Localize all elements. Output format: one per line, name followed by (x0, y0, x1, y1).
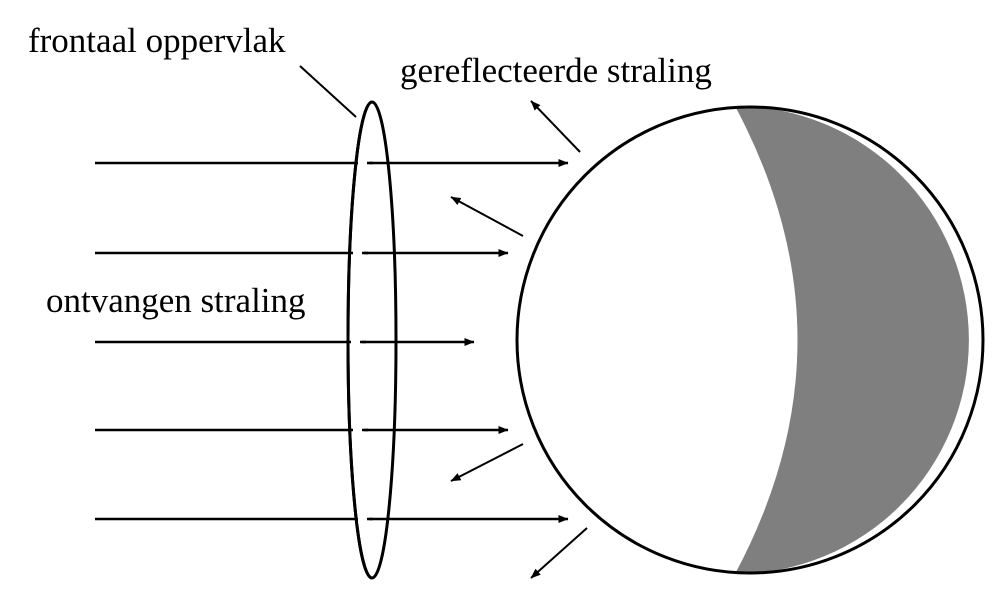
reflected-ray (530, 100, 581, 153)
reflected-ray (450, 196, 524, 237)
planet-night-side (735, 106, 969, 574)
reflected-ray (530, 527, 588, 579)
frontal-surface-crossings (351, 158, 367, 524)
frontal-surface (346, 100, 398, 580)
frontal-surface-leader-line (299, 65, 357, 118)
reflected-ray (450, 443, 524, 482)
planet-outline (515, 105, 985, 575)
planet (515, 105, 985, 575)
received-radiation-label: ontvangen straling (46, 281, 306, 320)
frontal-surface-label: frontaal oppervlak (28, 21, 286, 60)
frontal-surface-crossing-dashes (362, 161, 373, 521)
reflected-radiation-label: gereflecteerde straling (400, 51, 712, 90)
reflected-radiation-arrows (450, 100, 588, 579)
frontal-surface-front-edge (346, 100, 373, 580)
received-radiation-arrows (95, 159, 569, 523)
